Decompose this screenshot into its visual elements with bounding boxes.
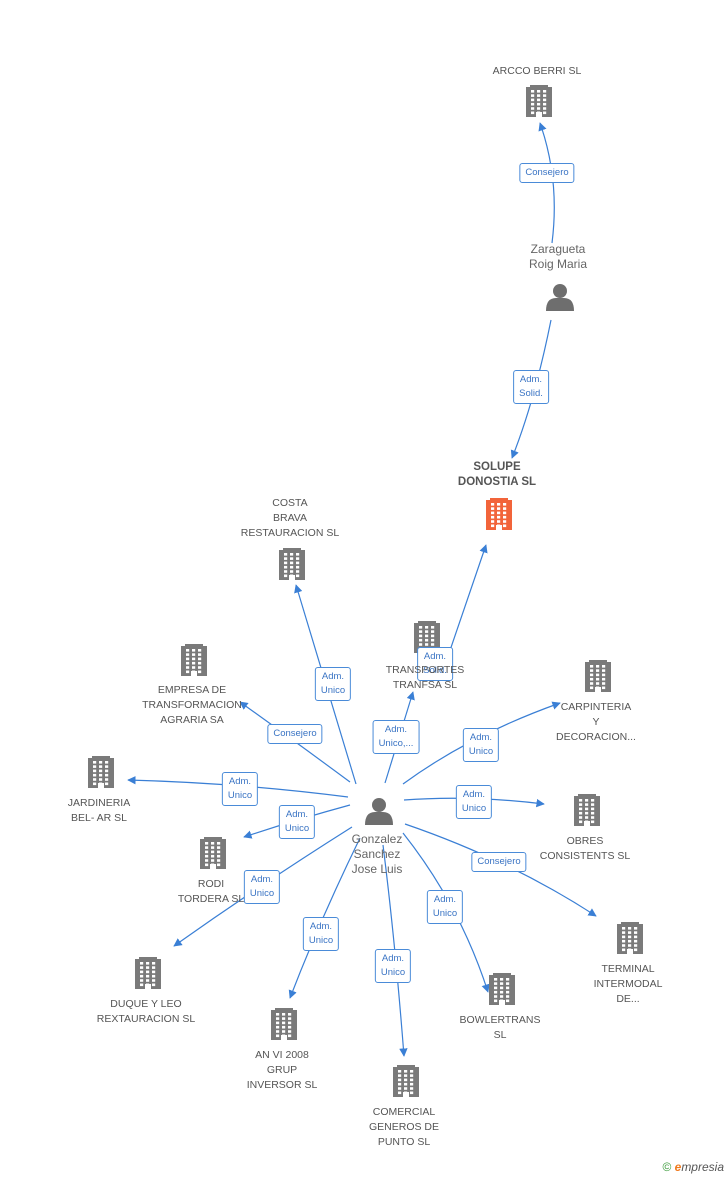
edge-label-zaragueta-arcco[interactable]: Consejero bbox=[519, 163, 575, 183]
building-icon-terminal[interactable] bbox=[617, 922, 643, 954]
edge-label-gonzalez-carpinteria[interactable]: Adm. Unico bbox=[462, 728, 500, 762]
edge-label-zaragueta-solupe[interactable]: Adm. Solid. bbox=[513, 370, 549, 404]
node-label-terminal[interactable]: TERMINAL INTERMODAL DE... bbox=[593, 963, 663, 1005]
edge-label-gonzalez-rodi[interactable]: Adm. Unico bbox=[278, 805, 316, 839]
node-label-jardineria[interactable]: JARDINERIA BEL- AR SL bbox=[67, 797, 131, 824]
footer-brand[interactable]: © empresia bbox=[662, 1160, 724, 1174]
edge-zaragueta-arcco bbox=[538, 122, 555, 244]
node-label-transportes[interactable]: TRANSPORTES TRANFSA SL bbox=[385, 664, 465, 691]
building-icon-arcco[interactable] bbox=[526, 85, 552, 117]
building-icon-jardineria[interactable] bbox=[88, 756, 114, 788]
building-icon-empresa[interactable] bbox=[181, 644, 207, 676]
edge-label-gonzalez-terminal[interactable]: Consejero bbox=[471, 852, 527, 872]
edge-label-gonzalez-costa[interactable]: Adm. Unico bbox=[314, 667, 352, 701]
edge-label-gonzalez-anvi[interactable]: Adm. Unico bbox=[302, 917, 340, 951]
edge-gonzalez-solupe bbox=[444, 544, 488, 666]
node-label-arcco[interactable]: ARCCO BERRI SL bbox=[492, 65, 582, 77]
edge-label-gonzalez-empresa[interactable]: Consejero bbox=[267, 724, 323, 744]
building-icon-solupe[interactable] bbox=[486, 498, 512, 530]
node-label-costa[interactable]: COSTA BRAVA RESTAURACION SL bbox=[240, 497, 340, 539]
node-label-bowlertrans[interactable]: BOWLERTRANS SL bbox=[459, 1014, 541, 1041]
building-icon-costa[interactable] bbox=[279, 548, 305, 580]
edge-gonzalez-comercial bbox=[382, 844, 408, 1057]
edge-label-gonzalez-comercial[interactable]: Adm. Unico bbox=[374, 949, 412, 983]
building-icon-bowlertrans[interactable] bbox=[489, 973, 515, 1005]
node-label-rodi[interactable]: RODI TORDERA SL bbox=[177, 878, 245, 905]
node-label-carpinteria[interactable]: CARPINTERIA Y DECORACION... bbox=[556, 701, 636, 743]
building-icon-obres[interactable] bbox=[574, 794, 600, 826]
node-label-obres[interactable]: OBRES CONSISTENTS SL bbox=[539, 835, 631, 862]
building-icon-duque[interactable] bbox=[135, 957, 161, 989]
empresia-logo: empresia bbox=[674, 1160, 724, 1174]
edge-label-gonzalez-obres[interactable]: Adm. Unico bbox=[455, 785, 493, 819]
node-label-anvi[interactable]: AN VI 2008 GRUP INVERSOR SL bbox=[246, 1049, 318, 1091]
node-label-duque[interactable]: DUQUE Y LEO REXTAURACION SL bbox=[96, 998, 196, 1025]
node-label-comercial[interactable]: COMERCIAL GENEROS DE PUNTO SL bbox=[368, 1106, 440, 1148]
edge-label-gonzalez-bowlertrans[interactable]: Adm. Unico bbox=[426, 890, 464, 924]
edge-label-gonzalez-transportes[interactable]: Adm. Unico,... bbox=[372, 720, 420, 754]
node-label-empresa[interactable]: EMPRESA DE TRANSFORMACION AGRARIA SA bbox=[142, 684, 242, 726]
copyright-symbol: © bbox=[662, 1160, 672, 1174]
person-icon-zaragueta[interactable] bbox=[546, 284, 574, 311]
node-label-gonzalez[interactable]: Gonzalez Sanchez Jose Luis bbox=[351, 832, 403, 876]
node-label-solupe[interactable]: SOLUPE DONOSTIA SL bbox=[457, 461, 537, 488]
node-label-zaragueta[interactable]: Zaragueta Roig Maria bbox=[528, 242, 588, 271]
icons-layer bbox=[88, 85, 643, 1097]
edge-label-gonzalez-duque[interactable]: Adm. Unico bbox=[243, 870, 281, 904]
edges-layer bbox=[127, 122, 597, 1057]
person-icon-gonzalez[interactable] bbox=[365, 798, 393, 825]
building-icon-rodi[interactable] bbox=[200, 837, 226, 869]
edge-label-gonzalez-solupe[interactable]: Adm. Solid. bbox=[417, 647, 453, 681]
edge-label-gonzalez-jardineria[interactable]: Adm. Unico bbox=[221, 772, 259, 806]
building-icon-anvi[interactable] bbox=[271, 1008, 297, 1040]
building-icon-comercial[interactable] bbox=[393, 1065, 419, 1097]
building-icon-carpinteria[interactable] bbox=[585, 660, 611, 692]
